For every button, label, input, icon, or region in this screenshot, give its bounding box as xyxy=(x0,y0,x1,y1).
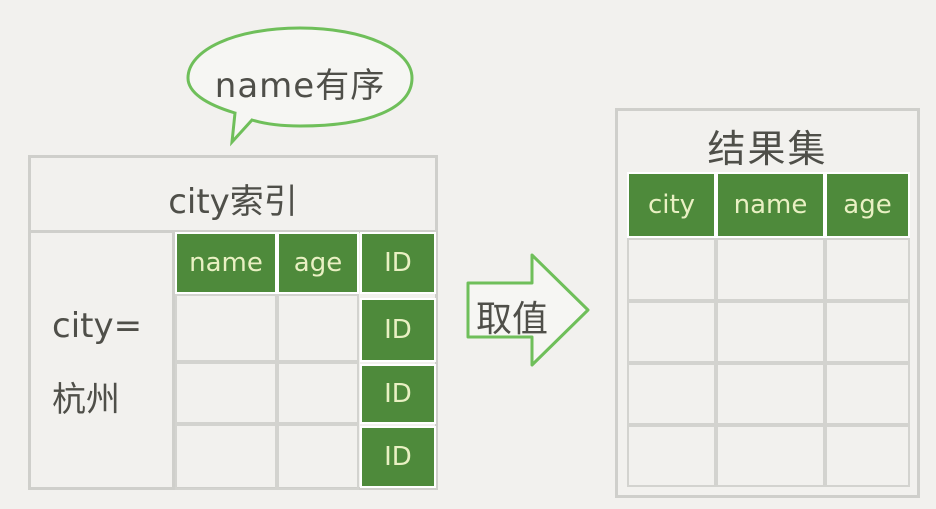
result-cell xyxy=(716,363,825,425)
index-cell xyxy=(277,362,359,424)
index-label-divider xyxy=(172,232,175,490)
index-cell xyxy=(277,424,359,490)
index-header-name: name xyxy=(175,232,277,294)
result-header-name: name xyxy=(716,172,825,238)
index-header-age: age xyxy=(277,232,359,294)
index-cell xyxy=(277,294,359,362)
result-cell xyxy=(825,425,910,487)
result-cell xyxy=(627,301,716,363)
result-cell xyxy=(825,301,910,363)
result-box xyxy=(615,108,920,498)
result-cell xyxy=(627,238,716,301)
result-header-city: city xyxy=(627,172,716,238)
row-label-city: city= xyxy=(52,306,143,346)
result-box-title: 结果集 xyxy=(707,127,828,171)
index-cell xyxy=(175,294,277,362)
result-cell xyxy=(716,301,825,363)
id-cell: ID xyxy=(360,426,436,488)
arrow-shape xyxy=(466,253,590,367)
row-label-hangzhou: 杭州 xyxy=(52,380,120,420)
arrow: 取值 xyxy=(462,245,597,375)
id-cell: ID xyxy=(360,232,436,294)
speech-bubble-shape xyxy=(186,26,414,147)
id-cell: ID xyxy=(360,298,436,362)
index-box-title: city索引 xyxy=(168,182,298,222)
result-cell xyxy=(716,425,825,487)
result-cell xyxy=(716,238,825,301)
index-cell xyxy=(175,362,277,424)
result-cell xyxy=(627,425,716,487)
result-cell xyxy=(627,363,716,425)
bubble-text: name有序 xyxy=(214,66,386,106)
result-cell xyxy=(825,363,910,425)
id-cell: ID xyxy=(360,364,436,424)
arrow-label: 取值 xyxy=(476,299,549,340)
speech-bubble: name有序 xyxy=(180,20,420,147)
result-header-age: age xyxy=(825,172,910,238)
result-cell xyxy=(825,238,910,301)
index-cell xyxy=(175,424,277,490)
index-title-divider xyxy=(28,230,438,233)
